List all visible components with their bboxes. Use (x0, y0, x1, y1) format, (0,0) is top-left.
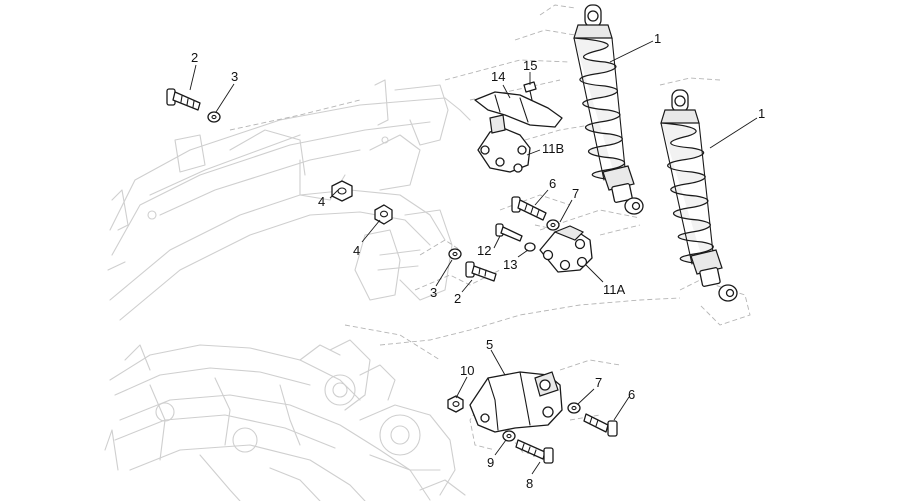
bolt-shock-upper (511, 196, 547, 221)
cover-plate (474, 91, 563, 128)
callout-15-screw: 15 (523, 58, 537, 73)
callout-7-lower-washer: 7 (595, 375, 602, 390)
bolt-upper (166, 88, 201, 111)
callout-labels: 1 1 2 3 4 4 14 15 11B 6 7 12 13 11A 3 2 … (191, 31, 765, 491)
callout-11a-lower-bracket: 11A (603, 282, 625, 297)
callout-9-bottom-washer: 9 (487, 455, 494, 470)
nut-upper (331, 180, 353, 202)
ghost-engine (104, 339, 466, 501)
callout-11b-upper-bracket: 11B (542, 141, 564, 156)
callout-12-small-bolt: 12 (477, 243, 491, 258)
bolt-small (495, 223, 523, 242)
washer-small (524, 242, 536, 252)
washer-upper (207, 111, 221, 123)
alignment-guides (229, 4, 751, 456)
callout-3-middle-washer: 3 (430, 285, 437, 300)
shock-absorber-right (660, 89, 738, 302)
callout-1-left-shock: 1 (654, 31, 661, 46)
callout-2-upper-bolt: 2 (191, 50, 198, 65)
washer-middle (448, 248, 462, 260)
leader-lines (189, 40, 758, 475)
callout-3-upper-washer: 3 (231, 69, 238, 84)
callout-4-lower-nut: 4 (353, 243, 360, 258)
flange-nut (447, 395, 464, 413)
washer-bottom (502, 430, 516, 442)
washer-shock-lower (567, 402, 581, 414)
shock-absorber-left (573, 4, 644, 215)
screw (523, 81, 537, 101)
callout-2-middle-bolt: 2 (454, 291, 461, 306)
washer-shock-upper (546, 219, 560, 231)
ghost-frame (107, 79, 471, 321)
callout-1-right-shock: 1 (758, 106, 765, 121)
callout-4-upper-nut: 4 (318, 194, 325, 209)
callout-13-small-washer: 13 (503, 257, 517, 272)
nut-lower (374, 204, 393, 225)
callout-5-engine-bracket: 5 (486, 337, 493, 352)
bolt-bottom (515, 439, 554, 464)
callout-7-upper-washer: 7 (572, 186, 579, 201)
bolt-middle (465, 261, 497, 282)
callout-14-cover-plate: 14 (491, 69, 505, 84)
upper-mount-bracket (477, 114, 531, 173)
callout-6-upper-bolt: 6 (549, 176, 556, 191)
callout-10-flange-nut: 10 (460, 363, 474, 378)
callout-8-bottom-bolt: 8 (526, 476, 533, 491)
lower-mount-bracket (539, 225, 593, 273)
bolt-shock-lower (583, 413, 618, 437)
engine-mount-bracket (469, 371, 563, 433)
callout-6-lower-bolt: 6 (628, 387, 635, 402)
